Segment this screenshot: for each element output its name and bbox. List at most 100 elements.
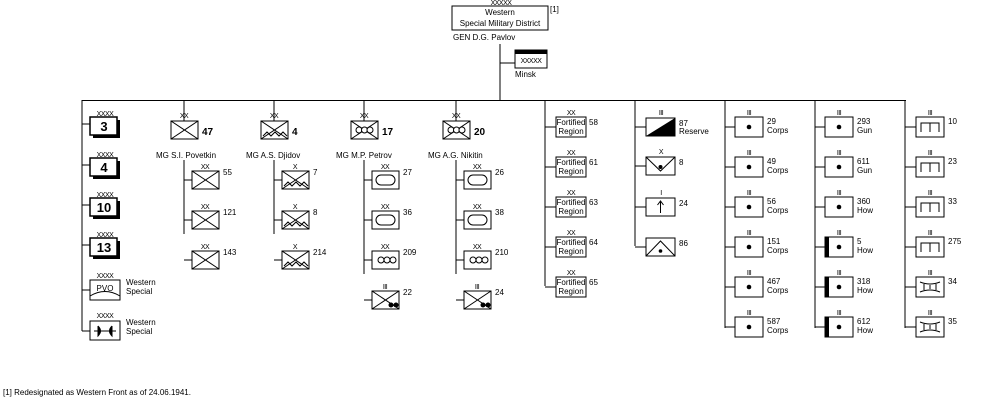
corps-commander: MG M.P. Petrov bbox=[336, 151, 392, 160]
fortified-echelon: XX bbox=[567, 270, 576, 277]
division-label: 210 bbox=[495, 248, 509, 257]
corps-echelon: XX bbox=[360, 113, 369, 120]
artillery-label: 5 bbox=[857, 237, 862, 246]
fortified-echelon: XX bbox=[567, 190, 576, 197]
artillery-echelon: III bbox=[837, 310, 842, 317]
artillery-echelon: III bbox=[837, 150, 842, 157]
pvo-text: PVO bbox=[97, 284, 114, 293]
division-unit: X7 bbox=[274, 164, 318, 190]
misc-label: 87 bbox=[679, 119, 688, 128]
howitzer-bar bbox=[825, 277, 829, 297]
fortified-echelon: XX bbox=[567, 150, 576, 157]
division-label: 8 bbox=[313, 208, 318, 217]
corps-number: 20 bbox=[474, 127, 486, 138]
bridge-symbol bbox=[919, 321, 941, 333]
division-echelon: XX bbox=[201, 164, 210, 171]
division-label: 121 bbox=[223, 208, 237, 217]
corps-commander: MG S.I. Povetkin bbox=[156, 151, 216, 160]
artillery-sub: Gun bbox=[857, 126, 872, 135]
corps-echelon: XX bbox=[452, 113, 461, 120]
howitzer-bar bbox=[825, 237, 829, 257]
misc-echelon: III bbox=[659, 110, 664, 117]
engineer-echelon: III bbox=[928, 190, 933, 197]
artillery-sub: Corps bbox=[767, 166, 788, 175]
engineer-label: 34 bbox=[948, 277, 957, 286]
hq-echelon: XXXXX bbox=[491, 0, 513, 7]
fortified-text-line1: Fortified bbox=[557, 118, 586, 127]
misc-unit: 86 bbox=[635, 237, 688, 257]
minsk-echelon: XXXXX bbox=[521, 58, 543, 65]
artillery-label: 49 bbox=[767, 157, 776, 166]
front-echelon: XXXX bbox=[97, 152, 115, 159]
artillery-dot bbox=[746, 324, 752, 330]
corps-commander: MG A.S. Djidov bbox=[246, 151, 300, 160]
bridge-symbol bbox=[919, 281, 941, 293]
artillery-sub: How bbox=[857, 326, 873, 335]
misc-label: 86 bbox=[679, 239, 688, 248]
artillery-label: 29 bbox=[767, 117, 776, 126]
artillery-echelon: III bbox=[747, 310, 752, 317]
engineer-label: 35 bbox=[948, 317, 957, 326]
artillery-dot bbox=[746, 164, 752, 170]
artillery-label: 360 bbox=[857, 197, 871, 206]
engineer-label: 275 bbox=[948, 237, 962, 246]
misc-label: 24 bbox=[679, 199, 688, 208]
engineer-symbol bbox=[920, 122, 940, 132]
artillery-label: 293 bbox=[857, 117, 871, 126]
engineer-label: 23 bbox=[948, 157, 957, 166]
artillery-sub: How bbox=[857, 286, 873, 295]
artillery-echelon: III bbox=[837, 230, 842, 237]
minsk-label: Minsk bbox=[515, 70, 537, 79]
division-label: 7 bbox=[313, 168, 318, 177]
footnote: [1] Redesignated as Western Front as of … bbox=[3, 388, 191, 397]
hq-name-line1: Western bbox=[485, 8, 515, 17]
artillery-label: 318 bbox=[857, 277, 871, 286]
fortified-label: 64 bbox=[589, 238, 598, 247]
division-label: 38 bbox=[495, 208, 504, 217]
fortified-text-line1: Fortified bbox=[557, 278, 586, 287]
hq-unit: XXXXX Western Special Military District … bbox=[451, 0, 559, 42]
division-echelon: X bbox=[293, 204, 298, 211]
corps-echelon: XX bbox=[180, 113, 189, 120]
fortified-text-line2: Region bbox=[558, 287, 583, 296]
division-echelon: X bbox=[293, 164, 298, 171]
division-echelon: XX bbox=[381, 244, 390, 251]
artillery-label: 611 bbox=[857, 157, 870, 166]
artillery-sub: Corps bbox=[767, 126, 788, 135]
engineer-echelon: III bbox=[928, 310, 933, 317]
connector-lines bbox=[81, 44, 906, 331]
artillery-echelon: III bbox=[747, 230, 752, 237]
front-number: 3 bbox=[100, 119, 107, 134]
artillery-sub: Gun bbox=[857, 166, 872, 175]
pvo-echelon: XXXX bbox=[97, 273, 115, 280]
division-label: 26 bbox=[495, 168, 504, 177]
hq-commander: GEN D.G. Pavlov bbox=[453, 33, 515, 42]
fortified-text-line1: Fortified bbox=[557, 158, 586, 167]
front-echelon: XXXX bbox=[97, 192, 115, 199]
